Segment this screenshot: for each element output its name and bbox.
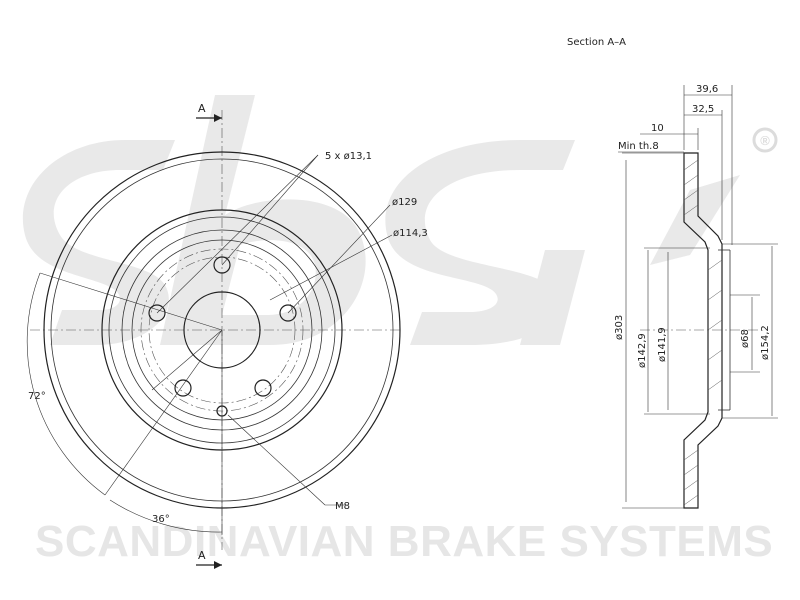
angle-36-label: 36° bbox=[152, 514, 170, 525]
section-view: Section A–A 39,6 bbox=[567, 37, 778, 509]
bolt-holes bbox=[148, 256, 297, 397]
registered-mark: ® bbox=[752, 127, 778, 153]
pcd-outer-label: ø129 bbox=[392, 197, 417, 208]
bolt-hole bbox=[174, 379, 192, 397]
leader-thread bbox=[227, 414, 326, 506]
pcd-label: ø114,3 bbox=[393, 228, 428, 239]
section-arrow-top-icon bbox=[214, 114, 222, 122]
outer-diameter-label: ø303 bbox=[614, 315, 625, 340]
bolt-hole bbox=[213, 256, 231, 274]
hat-outer-diameter-label: ø154,2 bbox=[760, 325, 771, 360]
section-marker-bottom-letter: A bbox=[198, 549, 206, 562]
leader-pcd bbox=[269, 234, 393, 301]
section-marker-top: A bbox=[196, 102, 222, 122]
hat-diameter-2-label: ø141,9 bbox=[657, 327, 668, 362]
section-hatch bbox=[683, 159, 723, 506]
bolt-hole bbox=[254, 379, 272, 397]
angle-line bbox=[151, 329, 223, 391]
min-thickness-label: Min th.8 bbox=[618, 141, 659, 152]
angle-72-arc bbox=[26, 272, 106, 496]
bolt-hole bbox=[279, 304, 297, 322]
bolt-holes-label: 5 x ø13,1 bbox=[325, 151, 372, 162]
bolt-hole bbox=[148, 304, 166, 322]
thickness-label: 10 bbox=[651, 123, 664, 134]
front-view: 5 x ø13,1 ø129 ø114,3 M8 72° 36° A A bbox=[26, 102, 428, 569]
section-marker-bottom: A bbox=[196, 549, 222, 569]
center-diameter-label: ø68 bbox=[740, 329, 751, 348]
watermark: ® SCANDINAVIAN BRAKE SYSTEMS bbox=[22, 95, 778, 566]
angle-line bbox=[104, 329, 223, 496]
leader-pcd-outer bbox=[287, 204, 391, 314]
company-watermark-text: SCANDINAVIAN BRAKE SYSTEMS bbox=[35, 517, 773, 566]
leader-bolt-holes bbox=[156, 154, 319, 314]
thread-label: M8 bbox=[335, 501, 350, 512]
disc-profile bbox=[683, 152, 723, 509]
section-arrow-bottom-icon bbox=[214, 561, 222, 569]
leader-bolt-holes-2 bbox=[221, 154, 319, 266]
section-title: Section A–A bbox=[567, 37, 626, 48]
sbs-logo bbox=[22, 95, 740, 345]
angle-72-label: 72° bbox=[28, 391, 46, 402]
section-marker-top-letter: A bbox=[198, 102, 206, 115]
hat-height-label: 32,5 bbox=[692, 104, 714, 115]
angle-line bbox=[39, 272, 223, 331]
angle-36-arc bbox=[109, 499, 223, 533]
hat-diameter-1-label: ø142,9 bbox=[637, 333, 648, 368]
registered-mark-text: ® bbox=[760, 133, 770, 148]
total-height-label: 39,6 bbox=[696, 84, 718, 95]
